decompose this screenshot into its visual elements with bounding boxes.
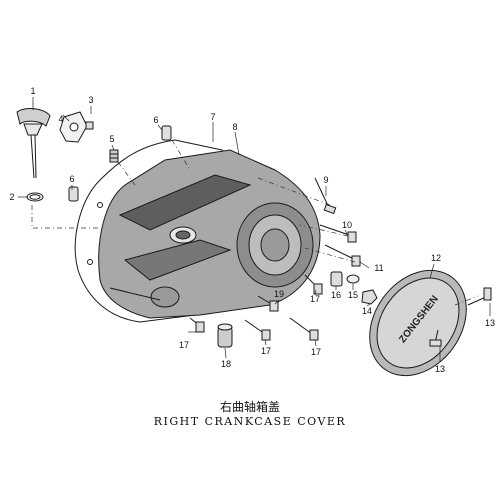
callout-8: 8 [232, 122, 237, 132]
nut-icon [361, 289, 378, 305]
callout-15: 15 [348, 290, 358, 300]
bolt-icon [289, 317, 319, 341]
o-ring-icon [26, 192, 44, 202]
callout-17c: 17 [261, 346, 271, 356]
callout-6a: 6 [153, 115, 158, 125]
bolt-icon [304, 274, 323, 295]
bolt-icon [324, 244, 361, 267]
callout-2: 2 [9, 192, 14, 202]
valve-assembly-icon [59, 111, 94, 143]
callout-12: 12 [431, 253, 441, 263]
callout-18: 18 [221, 359, 231, 369]
caption-english: RIGHT CRANKCASE COVER [153, 415, 347, 428]
crankcase-cover-icon [98, 149, 321, 319]
sleeve-icon [217, 323, 233, 348]
callout-1: 1 [30, 86, 35, 96]
callout-4: 4 [58, 114, 63, 124]
callout-5: 5 [109, 134, 114, 144]
callout-10: 10 [342, 220, 352, 230]
callout-6b: 6 [69, 174, 74, 184]
breather-fitting-icon [109, 149, 119, 163]
bolt-icon [244, 319, 271, 341]
callout-3: 3 [88, 95, 93, 105]
callout-16: 16 [331, 290, 341, 300]
dipstick-icon [16, 108, 51, 179]
dowel-pin-icon [161, 125, 172, 141]
callout-7: 7 [210, 112, 215, 122]
callout-17d: 17 [311, 347, 321, 357]
callout-19: 19 [274, 289, 284, 299]
callout-17a: 17 [310, 294, 320, 304]
bolt-icon [257, 295, 279, 312]
bolt-icon [189, 317, 205, 333]
callout-11: 11 [374, 263, 383, 273]
callout-13a: 13 [485, 318, 495, 328]
oval-cover-icon: ZONGSHEN [369, 269, 467, 377]
washer-icon [346, 274, 360, 284]
bolt-icon [314, 177, 337, 215]
screw-icon [429, 329, 442, 347]
callout-14: 14 [362, 306, 372, 316]
caption-chinese: 右曲轴箱盖 [219, 400, 280, 414]
screw-icon [467, 287, 492, 306]
bolt-icon [319, 224, 357, 243]
bushing-icon [330, 271, 343, 287]
callout-labels: 1 2 3 4 5 6 6 7 8 9 10 11 12 13 13 14 15… [9, 86, 495, 374]
callout-17b: 17 [179, 340, 189, 350]
callout-9: 9 [323, 175, 328, 185]
callout-13b: 13 [435, 364, 445, 374]
dowel-pin-icon [68, 186, 79, 202]
